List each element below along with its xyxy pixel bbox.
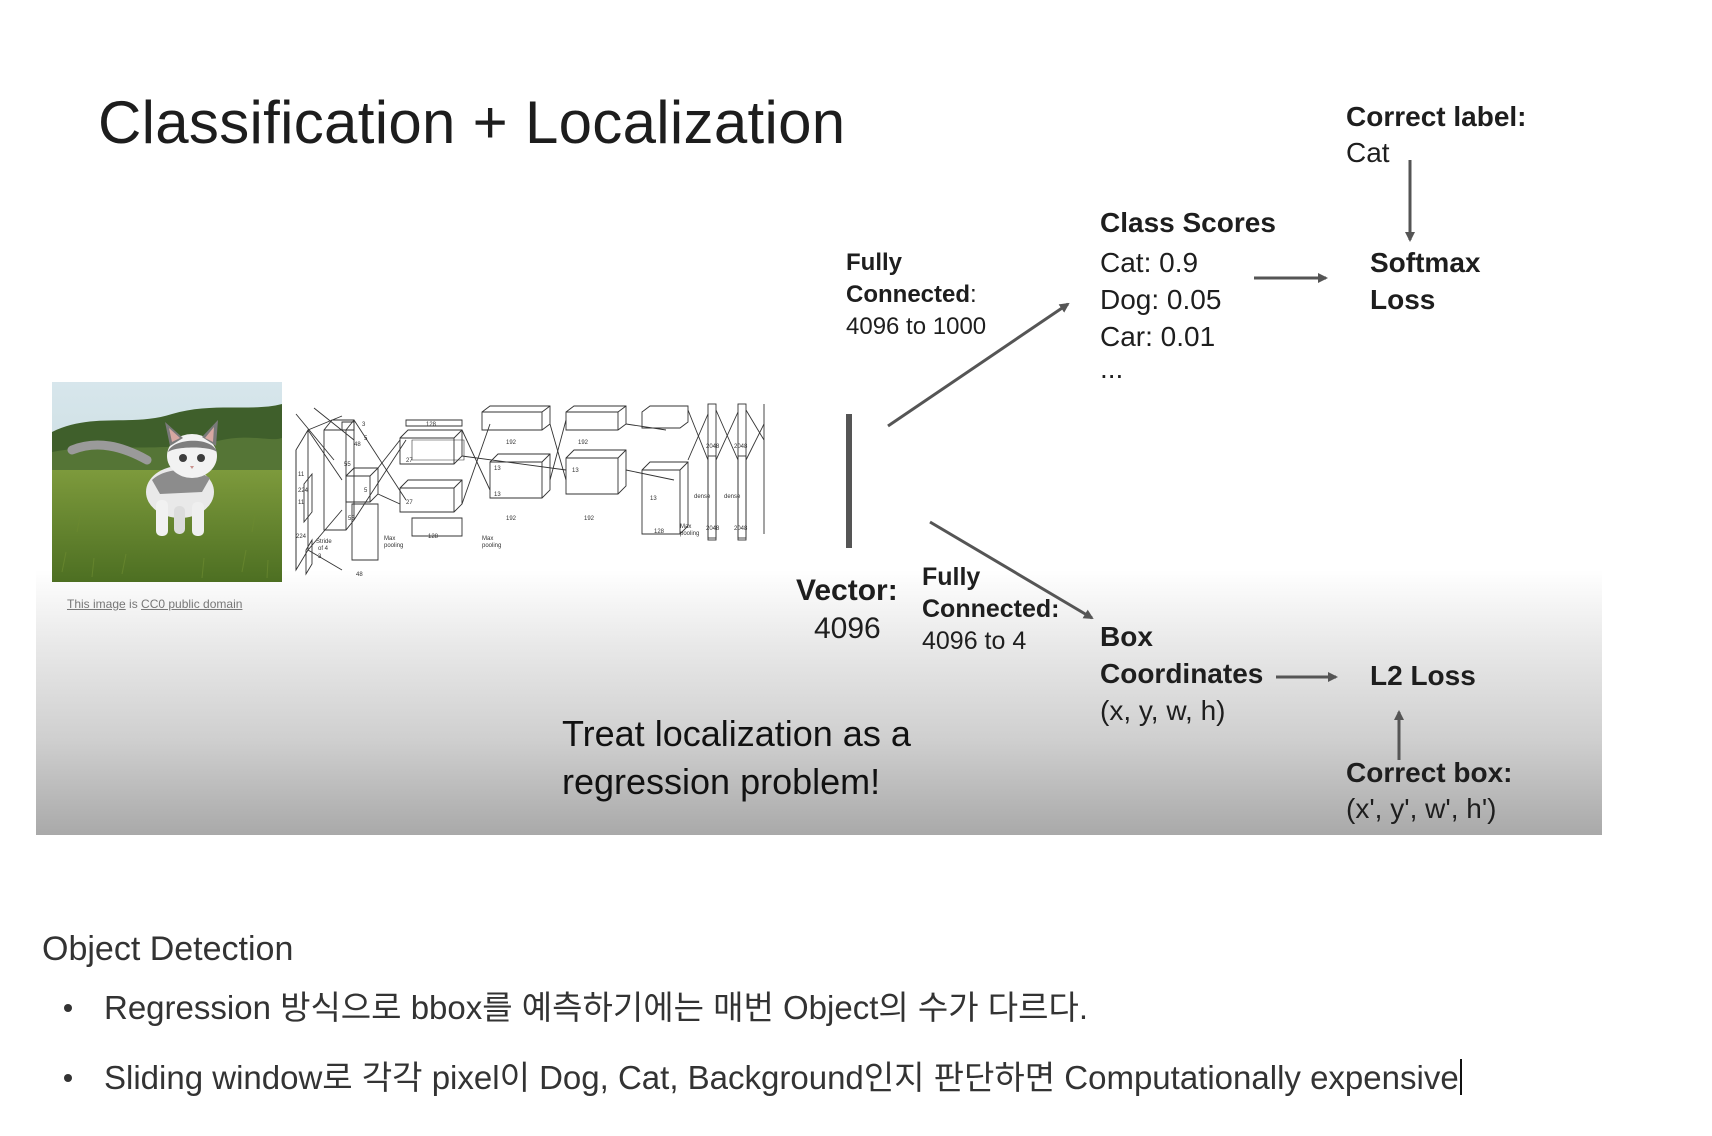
lecture-slide: Classification + Localization xyxy=(36,40,1602,835)
class-scores-title: Class Scores xyxy=(1100,207,1276,238)
bullet-text: Regression 방식으로 bbox를 예측하기에는 매번 Object의 … xyxy=(104,989,1089,1026)
fc-top-line2-wrap: Connected: xyxy=(846,280,977,310)
slide-title: Classification + Localization xyxy=(98,89,846,156)
cnn-architecture-diagram: Stride of 4 Max pooling Max pooling Max … xyxy=(294,400,774,585)
cnn-2048-label-1: 2048 xyxy=(706,444,720,450)
fc-top-line1: Fully xyxy=(846,249,903,276)
cnn-dense-label-2: dense xyxy=(724,494,741,500)
bullet-item[interactable]: Sliding window로 각각 pixel이 Dog, Cat, Back… xyxy=(62,1058,1462,1098)
cnn-pooling-label-3: pooling xyxy=(680,531,699,537)
cnn-13-label-3: 13 xyxy=(494,492,501,498)
bullet-text: Sliding window로 각각 pixel이 Dog, Cat, Back… xyxy=(104,1059,1459,1096)
class-score-car: Car: 0.01 xyxy=(1100,321,1216,352)
cnn-55-label-2: 55 xyxy=(348,516,355,522)
cnn-27-label-1: 27 xyxy=(406,458,413,464)
text-cursor xyxy=(1459,1059,1462,1095)
cnn-224-label-2: 224 xyxy=(296,534,307,540)
correct-box-title: Correct box: xyxy=(1346,757,1513,788)
fc-top-line2: Connected xyxy=(846,281,971,308)
doc-heading[interactable]: Object Detection xyxy=(42,930,294,968)
cnn-192-label-1: 192 xyxy=(506,440,517,446)
fc-bottom-line2: Connected: xyxy=(922,595,1060,623)
cnn-13-label-1: 13 xyxy=(494,466,501,472)
box-coords-line1: Box xyxy=(1100,621,1153,652)
cnn-128-label-1: 128 xyxy=(426,422,437,428)
bullet-dot-icon xyxy=(64,1004,72,1012)
cnn-128-label-3: 128 xyxy=(654,529,665,535)
vector-bar xyxy=(846,414,852,548)
cnn-stride-label: Stride xyxy=(316,539,332,545)
cnn-13-label-2: 13 xyxy=(572,468,579,474)
cnn-5-label-2: 5 xyxy=(364,488,368,494)
class-score-cat: Cat: 0.9 xyxy=(1100,247,1199,278)
image-credit-link[interactable]: This image xyxy=(67,597,126,611)
vector-label: Vector: xyxy=(796,574,898,607)
cnn-128-label-2: 128 xyxy=(428,534,439,540)
cnn-48-label-2: 48 xyxy=(356,572,363,578)
cnn-maxpool-label-1: Max xyxy=(384,536,395,542)
box-coords-line2: Coordinates xyxy=(1100,658,1264,689)
cnn-3-label-2: 3 xyxy=(362,422,366,428)
kitten-photo xyxy=(52,382,282,582)
cnn-27-label-2: 27 xyxy=(406,500,413,506)
cnn-48-label-1: 48 xyxy=(354,442,361,448)
cnn-maxpool-label-2: Max xyxy=(482,536,493,542)
fc-bottom-line3: 4096 to 4 xyxy=(922,627,1027,655)
cnn-11-label-2: 11 xyxy=(298,500,305,506)
vector-value: 4096 xyxy=(814,612,881,645)
cnn-maxpool-label-3: Max xyxy=(680,524,691,530)
license-link[interactable]: CC0 public domain xyxy=(141,597,243,611)
arrow-to-class-scores xyxy=(887,302,1070,428)
treat-line1: Treat localization as a xyxy=(562,713,911,754)
image-credit-text: is xyxy=(125,597,142,611)
cnn-dense-label-1: dense xyxy=(694,494,711,500)
cnn-224-label-1: 224 xyxy=(298,488,309,494)
cnn-2048-label-3: 2048 xyxy=(706,526,720,532)
bullet-dot-icon xyxy=(64,1074,72,1082)
cnn-pooling-label-2: pooling xyxy=(482,543,501,549)
correct-label-title: Correct label: xyxy=(1346,101,1527,132)
softmax-line2: Loss xyxy=(1370,284,1436,315)
arrow-to-box-coordinates xyxy=(929,520,1094,620)
cnn-192-label-2: 192 xyxy=(578,440,589,446)
softmax-line1: Softmax xyxy=(1370,247,1481,278)
fc-top-colon: : xyxy=(970,281,977,308)
cnn-5-label-1: 5 xyxy=(364,436,368,442)
cnn-stride-of4-label: of 4 xyxy=(318,546,329,552)
correct-box-value: (x', y', w', h') xyxy=(1346,793,1497,824)
cnn-2048-label-2: 2048 xyxy=(734,444,748,450)
treat-line2: regression problem! xyxy=(562,761,881,802)
cnn-192-label-4: 192 xyxy=(584,516,595,522)
cnn-3-label-1: 3 xyxy=(318,554,322,560)
cnn-11-label-1: 11 xyxy=(298,472,305,478)
cnn-192-label-3: 192 xyxy=(506,516,517,522)
box-coords-line3: (x, y, w, h) xyxy=(1100,695,1226,726)
fc-bottom-line1: Fully xyxy=(922,563,981,591)
class-score-dog: Dog: 0.05 xyxy=(1100,284,1222,315)
bullet-list: Regression 방식으로 bbox를 예측하기에는 매번 Object의 … xyxy=(62,988,1462,1128)
cnn-2048-label-4: 2048 xyxy=(734,526,748,532)
cnn-pooling-label-1: pooling xyxy=(384,543,403,549)
bullet-item[interactable]: Regression 방식으로 bbox를 예측하기에는 매번 Object의 … xyxy=(62,988,1462,1028)
correct-label-value: Cat xyxy=(1346,137,1390,168)
l2-loss-label: L2 Loss xyxy=(1370,660,1476,691)
diagram-arrows xyxy=(846,160,1415,760)
class-score-more: ... xyxy=(1100,353,1124,384)
cnn-13-label-4: 13 xyxy=(650,496,657,502)
cnn-55-label-1: 55 xyxy=(344,462,351,468)
fc-top-line3: 4096 to 1000 xyxy=(846,313,987,340)
image-credit: This image is CC0 public domain xyxy=(67,597,242,611)
